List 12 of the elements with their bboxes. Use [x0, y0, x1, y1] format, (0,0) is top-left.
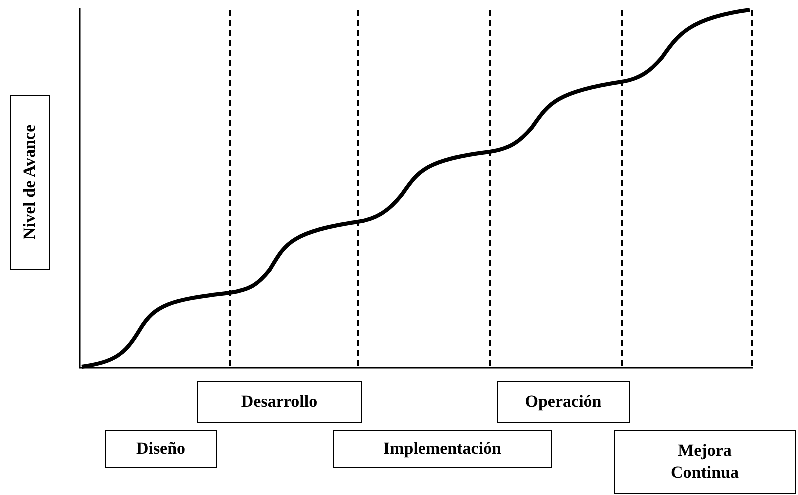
- phase-label-box: [497, 381, 630, 423]
- axis-title: Nivel de Avance: [18, 125, 40, 240]
- phase-label-box: [614, 430, 796, 494]
- phase-name: Mejora Continua: [670, 440, 740, 484]
- phase-label-box: [197, 381, 362, 423]
- phase-name: Implementación: [383, 438, 502, 460]
- phase-name: Diseño: [136, 438, 186, 460]
- phase-name: Operación: [525, 390, 602, 413]
- phase-name: Desarrollo: [241, 390, 318, 413]
- axis-label-box: [10, 95, 50, 270]
- phase-label-box: [105, 430, 217, 468]
- phase-label-box: [333, 430, 552, 468]
